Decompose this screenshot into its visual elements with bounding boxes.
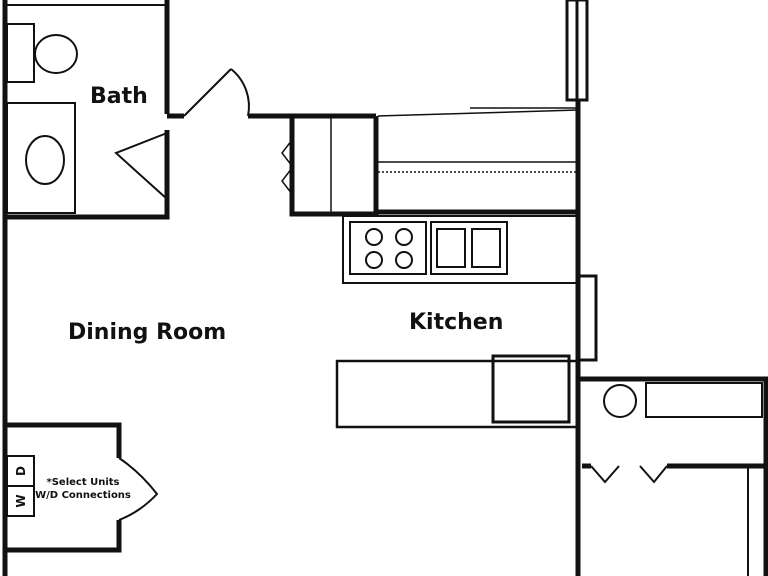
toilet-tank [6, 23, 35, 83]
vanity [6, 102, 76, 214]
island-counter [335, 359, 579, 429]
wall-closet [289, 116, 379, 217]
refrigerator [491, 354, 571, 424]
bath-fixtures [5, 4, 167, 214]
label-dining-room: Dining Room [68, 320, 226, 345]
water-heater [603, 384, 637, 418]
window-top-right [565, 0, 589, 102]
utility-door-left [590, 465, 620, 484]
sink-basin-left [436, 228, 466, 268]
stove [349, 221, 427, 275]
kitchen-island [335, 354, 579, 429]
laundry-note-line2: W/D Connections [35, 490, 131, 501]
counter-top [342, 215, 578, 284]
wall-laundry [5, 422, 122, 458]
utility-door-right [639, 465, 668, 484]
wall-bath-right-lower [5, 130, 170, 220]
washer-box [6, 485, 35, 517]
burner [365, 251, 383, 269]
kitchen-counter [342, 215, 578, 284]
burner [395, 228, 413, 246]
laundry-closet [6, 455, 159, 521]
laundry-note-line1: *Select Units [46, 477, 119, 488]
utility-shelf [645, 382, 763, 418]
closet-bifold-door [281, 116, 332, 212]
kitchen-sink [430, 221, 508, 275]
laundry-door [118, 457, 159, 521]
hall-door [183, 68, 250, 117]
burner [365, 228, 383, 246]
wall-laundry-lower [5, 520, 122, 553]
toilet-bowl [34, 34, 78, 74]
sink-basin-right [471, 228, 501, 268]
sink [25, 135, 65, 185]
burner [395, 251, 413, 269]
label-dryer: D [14, 466, 28, 476]
window-kitchen [576, 274, 598, 362]
label-kitchen: Kitchen [409, 310, 503, 335]
label-washer: W [14, 494, 28, 507]
label-bath: Bath [90, 84, 148, 109]
bath-door [114, 132, 168, 200]
kitchen-upper-area [377, 107, 579, 173]
utility-fixtures [590, 382, 763, 576]
wall-utility [578, 376, 768, 576]
